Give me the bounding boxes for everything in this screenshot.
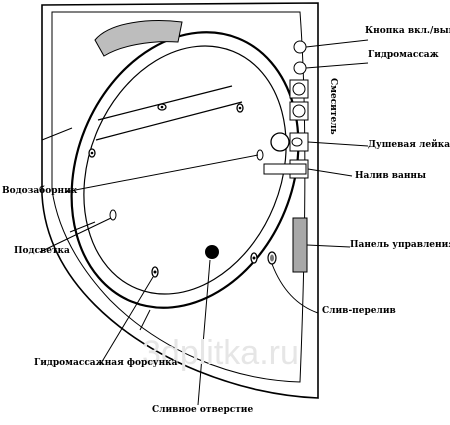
- bath-fill-spout: [263, 163, 307, 175]
- headrest: [94, 20, 183, 57]
- label-overflow-drain: Слив-перелив: [322, 306, 396, 316]
- watermark: 3dplitka.ru: [142, 334, 299, 372]
- power-button-icon: [293, 40, 307, 54]
- basin-outer-ring: [70, 31, 300, 309]
- label-drain-hole: Сливное отверстие: [152, 405, 254, 415]
- label-jet-nozzle: Гидромассажная форсунка: [34, 358, 178, 368]
- label-hydromassage: Гидромассаж: [368, 50, 439, 60]
- label-button-onoff: Кнопка вкл./выкл.: [365, 26, 450, 36]
- basin-inner-ring: [83, 45, 287, 295]
- label-bath-fill: Налив ванны: [355, 171, 427, 181]
- control-panel: [292, 217, 308, 273]
- hydromassage-button-icon: [293, 61, 307, 75]
- shower-head-icon: [270, 132, 290, 152]
- label-control-panel: Панель управления: [350, 240, 450, 250]
- drain-hole-icon: [205, 245, 219, 259]
- label-shower-head: Душевая лейка: [368, 140, 450, 150]
- backlight-icon: [109, 209, 117, 221]
- label-water-intake: Водозаборник: [2, 186, 78, 196]
- label-mixer: Смеситель: [328, 78, 338, 135]
- label-backlight: Подсветка: [14, 246, 70, 256]
- tub-outer-shell: [41, 2, 319, 399]
